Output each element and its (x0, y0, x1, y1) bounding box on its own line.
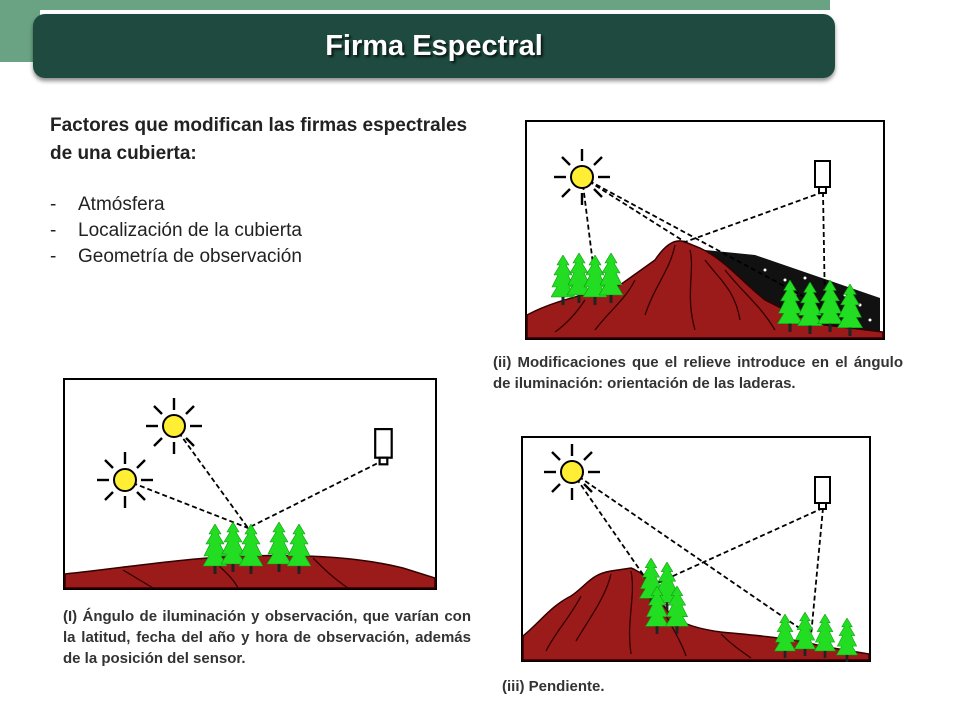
factor-label: Localización de la cubierta (78, 220, 302, 241)
panel-ii-diagram (525, 120, 885, 340)
factor-list: -Atmósfera -Localización de la cubierta … (50, 192, 470, 270)
intro-text: Factores que modifican las firmas espect… (50, 112, 470, 270)
caption-panel-iii: (iii) Pendiente. (502, 678, 605, 695)
page-title: Firma Espectral (325, 30, 543, 62)
caption-panel-ii: (ii) Modificaciones que el relieve intro… (493, 354, 903, 392)
sun-icon (95, 450, 155, 510)
sun-icon (144, 396, 204, 456)
list-item: -Geometría de observación (50, 246, 302, 267)
list-item: -Atmósfera (50, 194, 165, 215)
factor-label: Atmósfera (78, 194, 165, 215)
panel-iii-diagram (521, 436, 871, 662)
top-accent-bar (0, 0, 830, 10)
sun-icon (542, 442, 602, 502)
terrain (526, 240, 884, 339)
title-bar: Firma Espectral (33, 14, 835, 78)
list-item: -Localización de la cubierta (50, 220, 302, 241)
sun-icon (552, 147, 612, 207)
caption-panel-i: (I) Ángulo de iluminación y observación,… (63, 608, 471, 667)
factor-label: Geometría de observación (78, 246, 302, 267)
panel-i-diagram (63, 378, 437, 590)
intro-heading: Factores que modifican las firmas espect… (50, 115, 468, 164)
